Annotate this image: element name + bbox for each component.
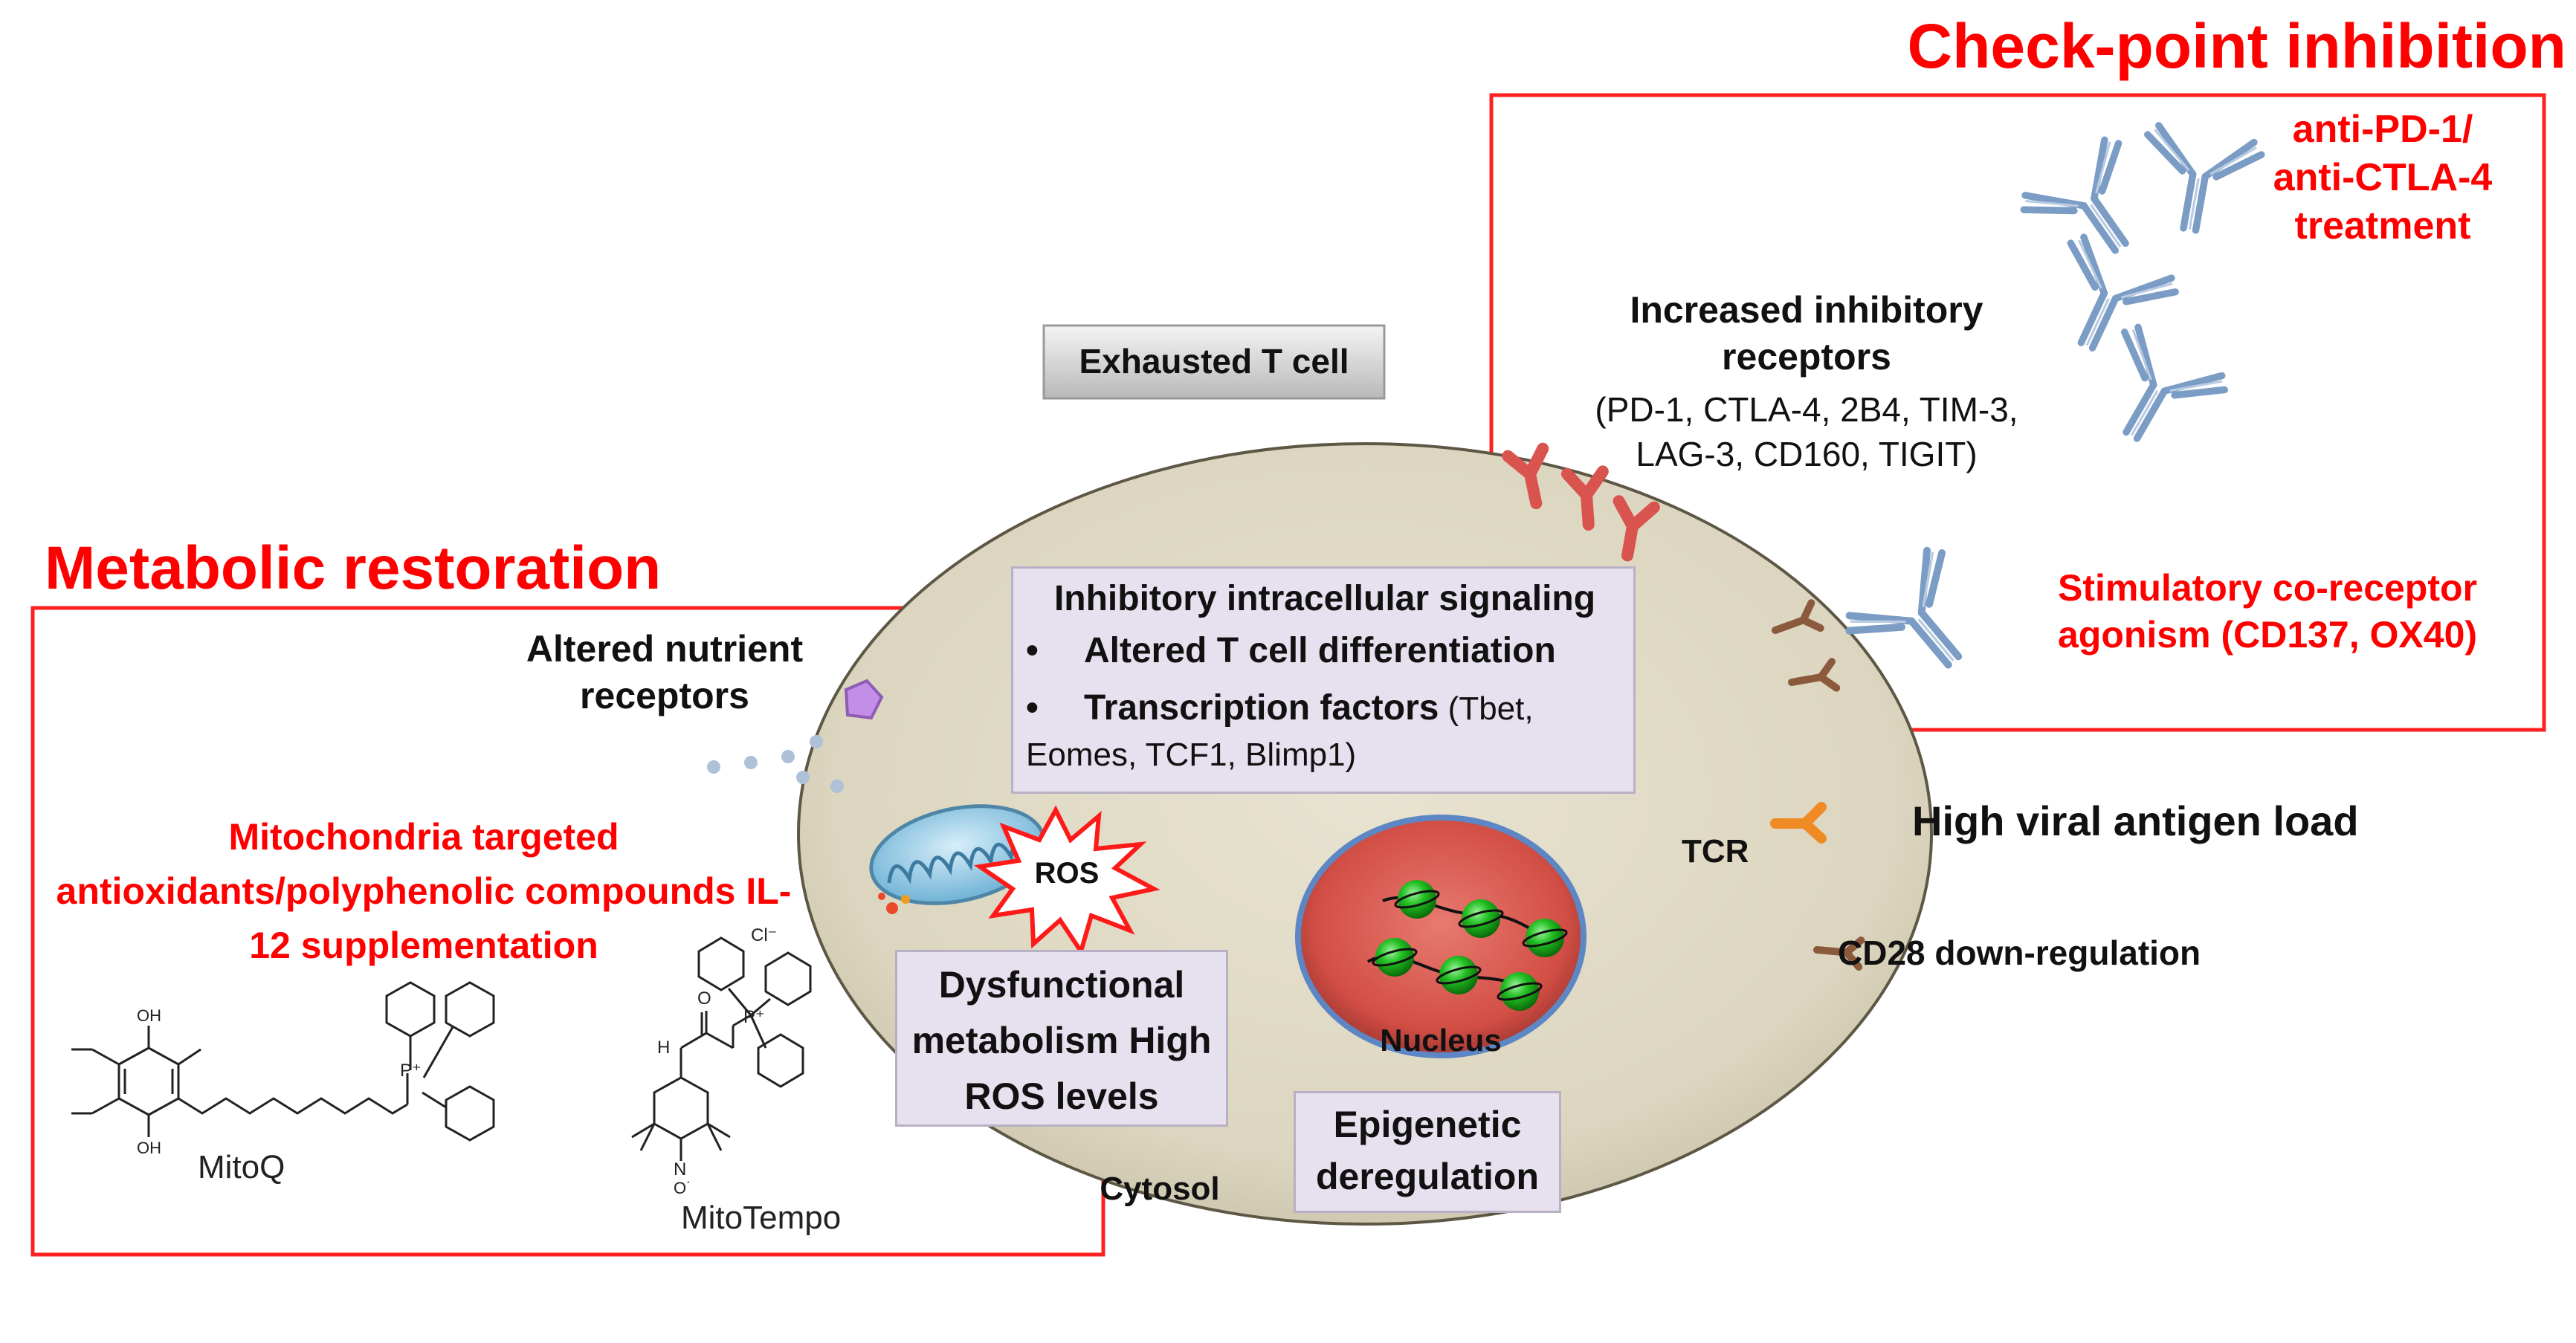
mitotempo-p: P⁺ bbox=[743, 1007, 765, 1027]
metabolic-heading: Metabolic restoration bbox=[45, 534, 662, 602]
signaling-title: Inhibitory intracellular signaling bbox=[1053, 579, 1596, 618]
mitoq-structure bbox=[71, 981, 495, 1142]
ros-label: ROS bbox=[1034, 857, 1100, 890]
nutrient-dots bbox=[707, 735, 844, 793]
metabolism-label: Dysfunctional metabolism High ROS levels bbox=[911, 964, 1212, 1117]
cytosol-label: Cytosol bbox=[1100, 1171, 1220, 1207]
costim-label: Stimulatory co-receptor agonism (CD137, … bbox=[2057, 567, 2478, 656]
nucleus-label: Nucleus bbox=[1380, 1023, 1502, 1058]
mitoq-p: P⁺ bbox=[400, 1061, 422, 1081]
mitoq-oh-top: OH bbox=[137, 1006, 161, 1025]
inhibitory-receptors-title: Increased inhibitory receptors bbox=[1630, 289, 1983, 378]
bullet-2-rest: (Tbet, Eomes, TCF1, Blimp1) bbox=[1026, 690, 1534, 774]
signaling-box bbox=[1011, 566, 1636, 794]
mitotempo-o: O bbox=[697, 988, 711, 1009]
nutrient-receptor-icon bbox=[844, 679, 884, 720]
mitoq-oh-bottom: OH bbox=[137, 1139, 161, 1157]
metabolism-box bbox=[895, 950, 1228, 1127]
checkpoint-panel-frame bbox=[1489, 93, 2546, 732]
cd28-label: CD28 down-regulation bbox=[1838, 933, 2201, 972]
mitotempo-label: MitoTempo bbox=[681, 1200, 842, 1236]
cell-title: Exhausted T cell bbox=[1079, 342, 1349, 381]
mitoq-label: MitoQ bbox=[198, 1149, 285, 1185]
chromatin-icon bbox=[1366, 880, 1568, 1011]
epigenetic-label: Epigenetic deregulation bbox=[1315, 1104, 1540, 1197]
signaling-bullet-1: • Altered T cell differentiation bbox=[1026, 630, 1628, 671]
mitotempo-no: O˙ bbox=[674, 1179, 692, 1197]
nutrient-receptor-label: Altered nutrient receptors bbox=[526, 628, 804, 716]
mitotempo-n: N bbox=[674, 1159, 687, 1179]
metabolic-targets: Mitochondria targeted antioxidants/polyp… bbox=[56, 816, 792, 966]
cell-title-box bbox=[1042, 324, 1386, 400]
bullet-2-bold: Transcription factors bbox=[1084, 688, 1439, 728]
bullet-1-text: Altered T cell differentiation bbox=[1084, 631, 1556, 670]
treatment-label: anti-PD-1/ anti-CTLA-4 treatment bbox=[2273, 108, 2493, 247]
viral-load-label: High viral antigen load bbox=[1912, 797, 2359, 844]
epigenetic-box bbox=[1294, 1091, 1561, 1213]
bullet-dot: • bbox=[1026, 631, 1039, 670]
mitotempo-cl: Cl⁻ bbox=[751, 925, 778, 945]
bullet-dot: • bbox=[1026, 688, 1039, 728]
mitotempo-structure bbox=[631, 936, 812, 1161]
tcr-label: TCR bbox=[1682, 833, 1749, 870]
mitotempo-nh: H bbox=[657, 1038, 671, 1058]
signaling-bullet-2: • Transcription factors (Tbet, Eomes, TCF… bbox=[1026, 685, 1628, 778]
inhibitory-receptors-list: (PD-1, CTLA-4, 2B4, TIM-3, LAG-3, CD160,… bbox=[1595, 390, 2018, 473]
checkpoint-heading: Check-point inhibition bbox=[1907, 11, 2566, 81]
tcr-icon bbox=[1770, 802, 1827, 844]
